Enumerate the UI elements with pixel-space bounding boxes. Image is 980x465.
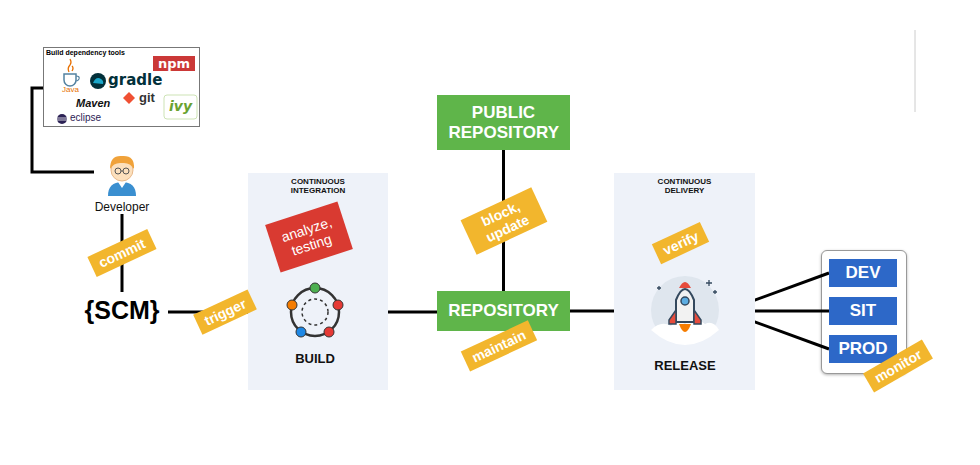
analyze-box: analyze, testing (265, 201, 353, 272)
node-text: analyze, testing (274, 212, 345, 262)
tool-name: eclipse (70, 112, 101, 123)
node-text: PUBLIC REPOSITORY (449, 103, 559, 142)
tool-name: Java (62, 85, 79, 94)
repository-box: REPOSITORY (437, 291, 570, 331)
env-box: SIT (829, 297, 897, 325)
node-text: BUILD (295, 351, 335, 366)
node-text: Developer (95, 200, 150, 214)
node-text: RELEASE (654, 358, 715, 373)
tool-name: gradle (108, 71, 162, 89)
node-text: DEV (846, 263, 881, 283)
edge-tag: block, update (460, 187, 547, 255)
node-text: REPOSITORY (448, 301, 559, 321)
edge-tag: commit (87, 229, 156, 277)
developer-figure: Developer (94, 150, 150, 214)
cd-panel: CONTINUOUS DELIVERY RELEASE (614, 173, 755, 390)
tool-name: ivy (169, 98, 192, 114)
divider-line (915, 30, 916, 112)
build-step: BUILD (282, 278, 348, 366)
node-text: PROD (838, 339, 887, 359)
ci-panel: CONTINUOUS INTEGRATION analyze, testingBU… (248, 173, 388, 390)
scm-node: {SCM} (76, 292, 168, 328)
node-text: CONTINUOUS DELIVERY (614, 177, 755, 195)
rocket-icon (645, 268, 725, 352)
developer-icon (94, 150, 150, 196)
node-text: Build dependency tools (46, 49, 125, 56)
node-text: {SCM} (84, 296, 159, 325)
repository-box: PUBLIC REPOSITORY (437, 95, 570, 150)
node-text: SIT (850, 301, 876, 321)
node-text: CONTINUOUS INTEGRATION (248, 177, 388, 195)
tool-name: Maven (76, 97, 110, 109)
tool-name: npm (153, 56, 195, 71)
tools-box: Build dependency toolsJava gradlenpmMaven… (43, 47, 200, 127)
tool-name: git (139, 90, 155, 105)
release-step: RELEASE (645, 268, 725, 373)
env-box: DEV (829, 259, 897, 287)
build-cycle-icon (282, 278, 348, 344)
